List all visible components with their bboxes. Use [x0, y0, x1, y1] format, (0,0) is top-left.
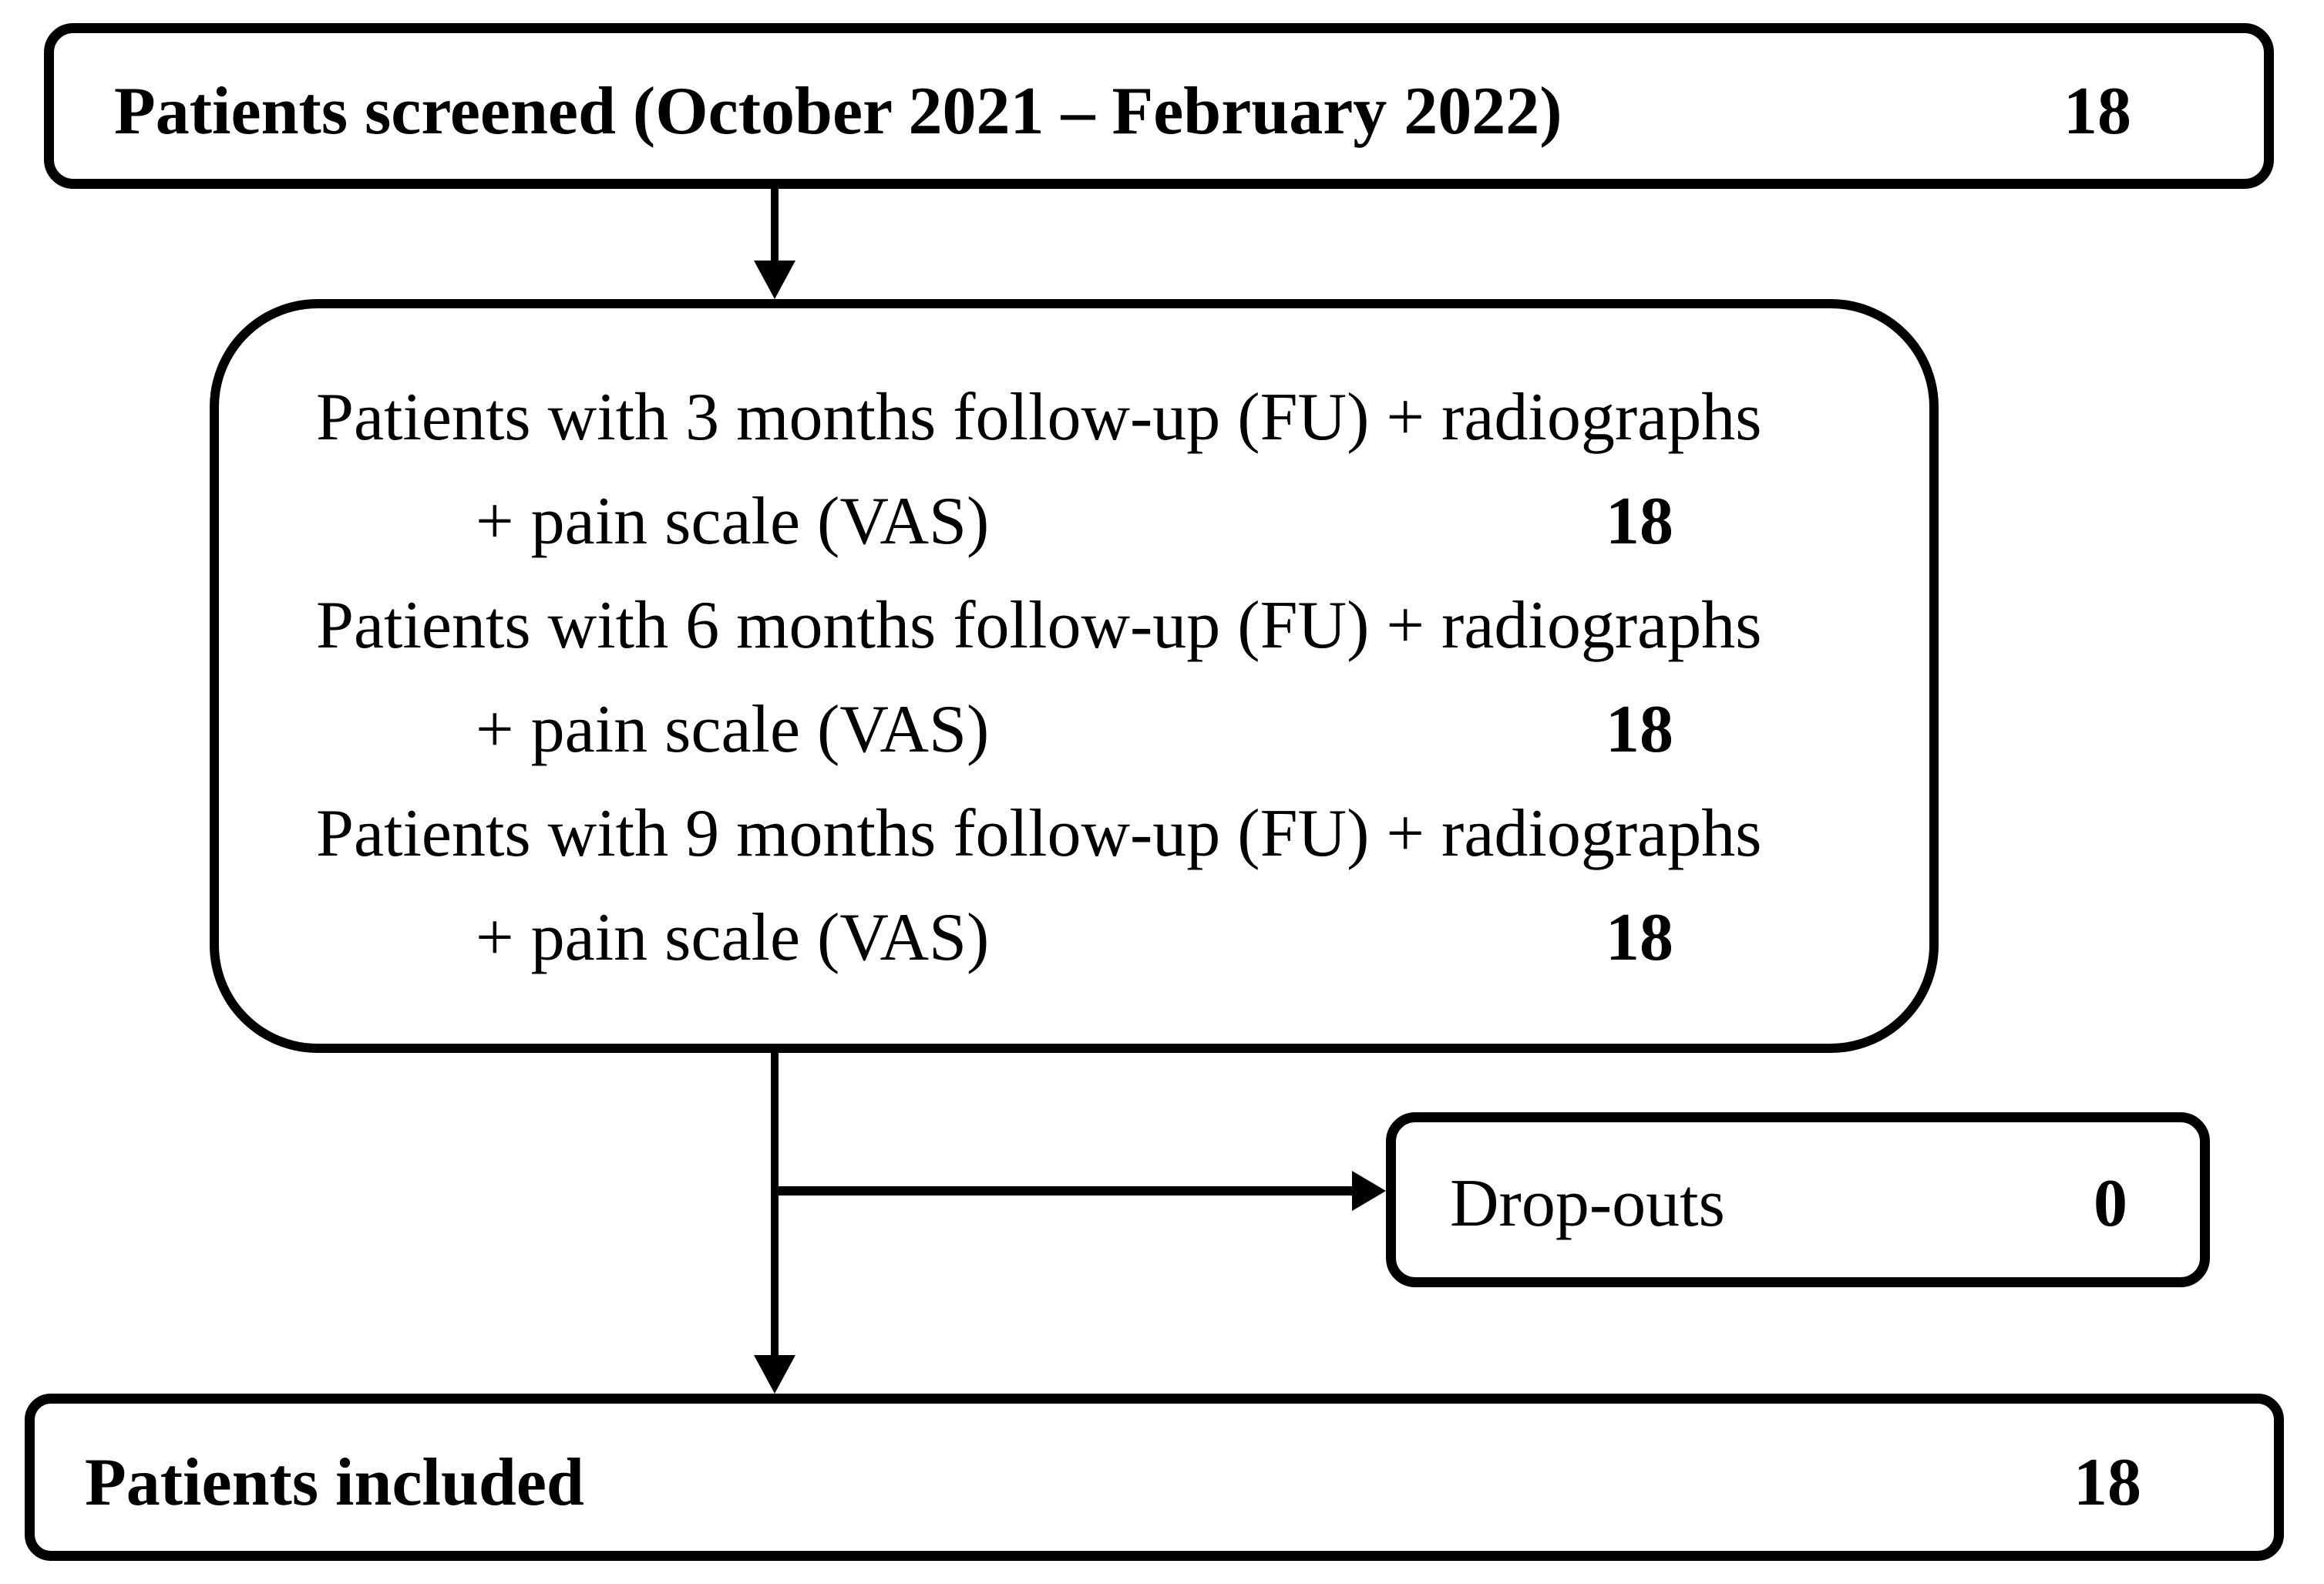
- connector-screened-to-followup: [771, 189, 779, 264]
- dropouts-box: Drop-outs 0: [1386, 1112, 2210, 1287]
- screened-label: Patients screened (October 2021 – Februa…: [114, 74, 1562, 149]
- followup-3mo-text: Patients with 3 months follow-up (FU) + …: [316, 380, 1762, 455]
- arrow-down-icon: [754, 1355, 795, 1394]
- followup-3mo-count: 18: [1606, 484, 1673, 559]
- connector-followup-to-included: [771, 1053, 779, 1357]
- included-label: Patients included: [85, 1445, 584, 1520]
- followup-row-6mo-line1: Patients with 6 months follow-up (FU) + …: [219, 573, 1929, 678]
- included-count: 18: [2073, 1445, 2141, 1520]
- followup-9mo-text: Patients with 9 months follow-up (FU) + …: [316, 796, 1762, 871]
- followup-row-3mo-line1: Patients with 3 months follow-up (FU) + …: [219, 365, 1929, 469]
- arrow-right-icon: [1352, 1171, 1386, 1211]
- followup-row-9mo-line2: + pain scale (VAS) 18: [219, 886, 1929, 990]
- followup-row-3mo-line2: + pain scale (VAS) 18: [219, 469, 1929, 573]
- arrow-down-icon: [754, 261, 795, 299]
- followup-row-6mo-line2: + pain scale (VAS) 18: [219, 678, 1929, 782]
- followup-3mo-painscale-text: + pain scale (VAS): [476, 484, 990, 559]
- followup-6mo-count: 18: [1606, 692, 1673, 767]
- included-box: Patients included 18: [25, 1394, 2284, 1561]
- followup-9mo-painscale-text: + pain scale (VAS): [476, 900, 990, 975]
- dropouts-count: 0: [2094, 1166, 2127, 1241]
- followup-6mo-painscale-text: + pain scale (VAS): [476, 692, 990, 767]
- screened-box: Patients screened (October 2021 – Februa…: [44, 23, 2274, 189]
- connector-branch-to-dropouts: [775, 1186, 1357, 1196]
- followup-6mo-text: Patients with 6 months follow-up (FU) + …: [316, 588, 1762, 663]
- screened-count: 18: [2063, 74, 2131, 149]
- followup-box: Patients with 3 months follow-up (FU) + …: [210, 299, 1939, 1053]
- dropouts-label: Drop-outs: [1450, 1166, 1725, 1241]
- followup-row-9mo-line1: Patients with 9 months follow-up (FU) + …: [219, 782, 1929, 886]
- followup-9mo-count: 18: [1606, 900, 1673, 975]
